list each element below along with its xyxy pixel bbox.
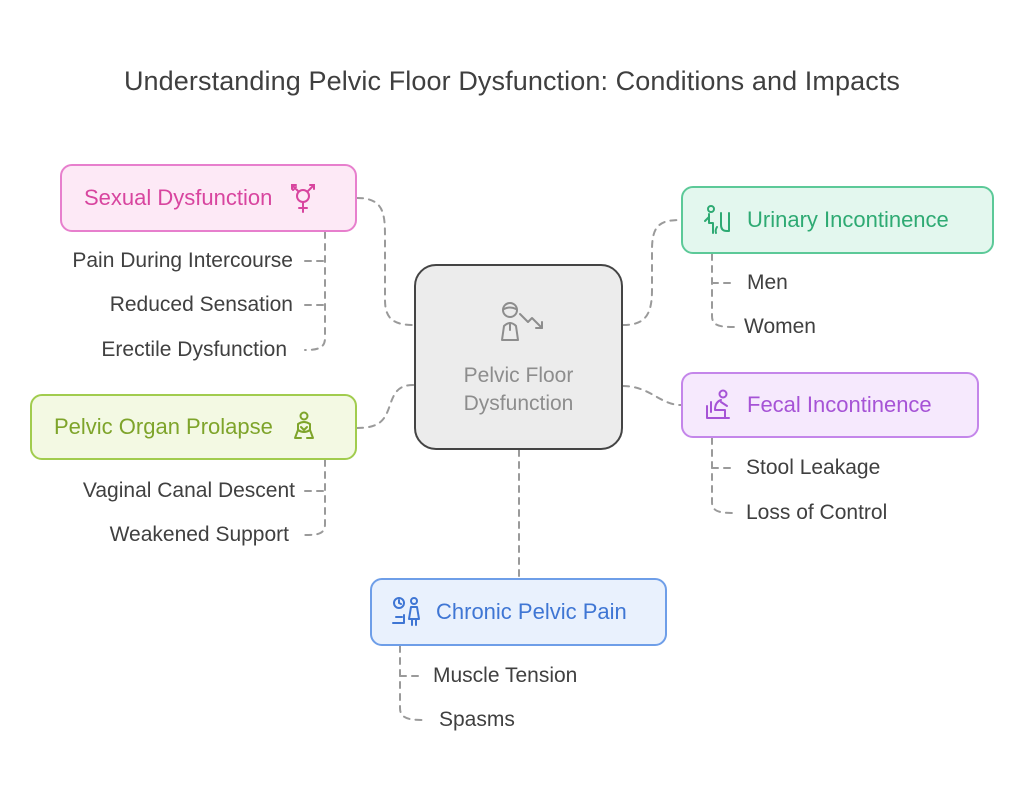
leaf-item: Reduced Sensation	[109, 293, 293, 316]
person-seated-icon	[701, 388, 735, 422]
connector-urinary	[622, 219, 682, 326]
leaf-item: Spasms	[439, 708, 515, 731]
node-label: Sexual Dysfunction	[84, 185, 273, 210]
diagram-title: Understanding Pelvic Floor Dysfunction: …	[123, 66, 901, 96]
gender-symbol-icon	[286, 181, 320, 215]
leaf-item: Women	[744, 315, 816, 338]
leaf-item: Erectile Dysfunction	[101, 338, 287, 361]
leaf-item: Pain During Intercourse	[72, 249, 293, 272]
node-fecal-incontinence: Fecal Incontinence	[681, 372, 979, 438]
connector-urinary-items	[711, 253, 736, 328]
connector-prolapse	[356, 384, 415, 429]
leaf-item: Men	[747, 271, 788, 294]
connector-prolapse-items	[304, 459, 326, 536]
leaf-item: Vaginal Canal Descent	[82, 479, 295, 502]
node-urinary-incontinence: Urinary Incontinence	[681, 186, 994, 254]
leaf-item: Stool Leakage	[746, 456, 881, 479]
connector-sexual	[356, 197, 415, 326]
patient-clock-icon	[390, 595, 424, 629]
leaf-item: Weakened Support	[109, 523, 289, 546]
center-node: Pelvic Floor Dysfunction	[414, 264, 623, 450]
node-label: Fecal Incontinence	[747, 392, 932, 417]
leaf-item: Loss of Control	[746, 501, 888, 524]
connector-pain-items	[399, 645, 424, 721]
leaf-item: Muscle Tension	[433, 664, 578, 687]
node-label: Pelvic Organ Prolapse	[54, 414, 273, 439]
connector-sexual-items	[304, 231, 326, 351]
person-toilet-icon	[701, 203, 735, 237]
node-label: Chronic Pelvic Pain	[436, 599, 627, 624]
connector-fecal	[622, 385, 682, 406]
node-sexual-dysfunction: Sexual Dysfunction	[60, 164, 357, 232]
connector-fecal-items	[711, 437, 736, 514]
person-decline-icon	[490, 296, 548, 354]
node-pelvic-organ-prolapse: Pelvic Organ Prolapse	[30, 394, 357, 460]
person-squat-icon	[287, 410, 321, 444]
center-label: Pelvic Floor Dysfunction	[463, 364, 574, 415]
node-chronic-pelvic-pain: Chronic Pelvic Pain	[370, 578, 667, 646]
node-label: Urinary Incontinence	[747, 207, 949, 232]
